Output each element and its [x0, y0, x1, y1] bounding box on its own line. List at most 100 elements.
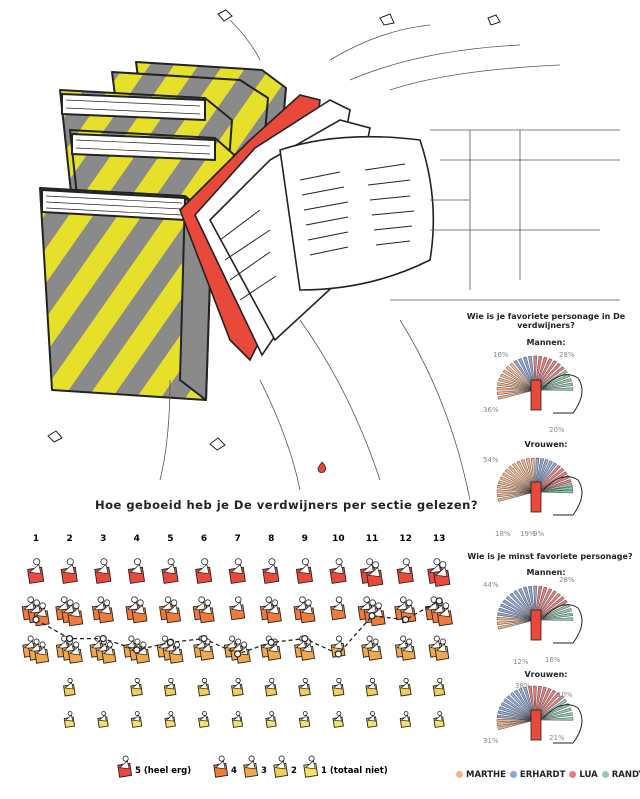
section-number: 13: [433, 534, 446, 544]
reader-icon-level-1: [130, 711, 143, 728]
reader-icon-level-3: [168, 641, 184, 664]
character-legend-label: LUA: [579, 770, 598, 780]
percent-label: 44%: [483, 581, 499, 589]
average-point: [99, 634, 107, 643]
fav-men-fan: 16%28%36%20%: [483, 351, 583, 434]
reader-icon-level-1: [164, 711, 176, 728]
section-number: 1: [33, 534, 39, 544]
percent-label: 31%: [483, 737, 499, 745]
reader-icon-level-5: [94, 558, 112, 584]
least-men-label: Mannen:: [526, 568, 566, 577]
character-legend: MARTHEERHARDTLUARANDY: [452, 770, 640, 780]
percent-label: 16%: [545, 656, 561, 664]
reader-icon-level-4: [265, 599, 282, 624]
percent-label: 10%: [557, 691, 573, 699]
section-number: 4: [134, 534, 140, 544]
chart-title: Hoe geboeid heb je De verdwijners per se…: [95, 498, 479, 512]
reader-icon-level-2: [63, 677, 76, 697]
section-number: 9: [302, 534, 308, 544]
percent-label: 28%: [559, 576, 575, 584]
percent-label: 9%: [533, 530, 544, 538]
average-point: [234, 650, 242, 658]
reader-icon-level-2: [163, 677, 177, 697]
reader-icon-level-1: [265, 711, 277, 728]
average-point: [166, 638, 174, 647]
percent-label: 21%: [549, 734, 565, 742]
favorite-question: Wie is je favoriete personage in De verd…: [466, 312, 626, 330]
reader-icon-level-5: [295, 558, 314, 584]
reader-icon-level-1: [399, 711, 412, 728]
average-point: [267, 638, 275, 647]
reader-icon-level-3: [67, 641, 83, 664]
least-favorite-question: Wie is je minst favoriete personage?: [467, 552, 633, 561]
reader-icon-level-5: [27, 558, 45, 584]
reader-icon-level-1: [231, 711, 244, 728]
least-women-label: Vrouwen:: [524, 670, 568, 679]
reader-icon-level-5: [433, 561, 451, 587]
average-point: [402, 615, 410, 624]
percent-label: 54%: [483, 456, 499, 464]
reader-icon-level-2: [331, 677, 345, 697]
reader-icon-level-1: [97, 711, 109, 728]
reader-icon-level-4: [131, 599, 148, 624]
percent-label: 36%: [483, 406, 499, 414]
reader-icon-level-5: [60, 558, 78, 584]
percent-label: 19%: [520, 530, 536, 538]
reader-icon-level-5: [396, 558, 414, 584]
average-point: [133, 646, 141, 654]
reader-icon-level-2: [197, 677, 211, 697]
reader-icon-level-5: [127, 558, 146, 584]
average-point: [65, 634, 74, 643]
character-legend-label: MARTHE: [466, 770, 506, 780]
character-color-swatch: [601, 771, 609, 778]
flying-books-illustration: [39, 9, 620, 500]
average-point: [368, 612, 376, 620]
favorite-women-label: Vrouwen:: [524, 440, 568, 449]
character-legend-label: RANDY: [611, 770, 640, 780]
reader-icon-level-3: [135, 641, 150, 664]
character-color-swatch: [569, 771, 577, 778]
reader-icon-level-1: [332, 711, 344, 728]
section-number: 3: [100, 534, 106, 544]
section-number: 6: [201, 534, 207, 544]
character-color-swatch: [456, 771, 463, 778]
average-point: [32, 615, 40, 624]
character-color-swatch: [509, 771, 517, 778]
section-number: 11: [366, 534, 379, 544]
reader-icon-level-2: [298, 677, 311, 697]
reader-icon-level-4: [67, 602, 84, 627]
percent-label: 16%: [493, 351, 509, 359]
percent-label: 38%: [515, 682, 531, 690]
reader-icon-level-3: [400, 638, 416, 661]
reader-icon-level-1: [198, 711, 210, 728]
reader-icon-level-3: [101, 641, 117, 664]
favorite-men-label: Mannen:: [526, 338, 566, 347]
reader-icon-level-5: [366, 561, 384, 587]
reader-icon-level-4: [198, 599, 215, 624]
reader-icon-level-3: [367, 638, 383, 661]
reader-icon-level-1: [63, 711, 76, 728]
section-number: 5: [167, 534, 173, 544]
reader-icon-level-4: [299, 599, 316, 624]
section-number: 2: [66, 534, 72, 544]
reader-icon-level-5: [228, 558, 246, 584]
reader-icon-level-3: [434, 638, 450, 661]
section-number: 10: [332, 534, 345, 544]
reader-icon-level-2: [432, 677, 446, 697]
reader-icon-level-5: [329, 558, 347, 584]
average-point: [334, 650, 342, 658]
least-women-fan: 38% 10% 31% 21%: [483, 682, 583, 745]
reader-icon-level-4: [436, 602, 453, 627]
reader-icon-level-2: [130, 677, 143, 697]
reader-icon-level-4: [97, 599, 114, 624]
reader-icon-level-2: [399, 677, 412, 697]
reader-icon-level-1: [298, 711, 311, 728]
percent-label: 28%: [559, 351, 575, 359]
reader-icon-level-5: [262, 558, 280, 584]
section-number: 7: [234, 534, 240, 544]
reader-icon-level-5: [195, 558, 213, 584]
percent-label: 18%: [495, 530, 511, 538]
